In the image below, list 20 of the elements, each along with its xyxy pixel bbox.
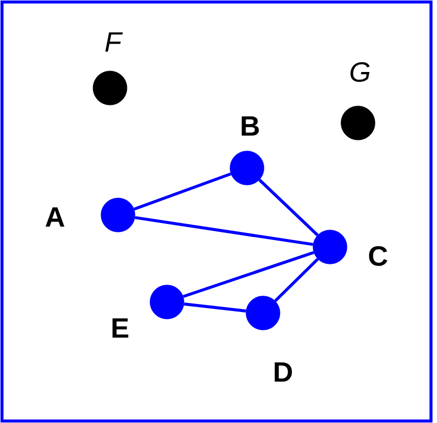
- edge-line: [184, 302, 246, 313]
- edge-line: [134, 172, 232, 211]
- edge-line: [258, 178, 319, 236]
- edge-line: [134, 216, 314, 246]
- vertex-label: D: [274, 362, 292, 382]
- edge-line: [274, 258, 319, 302]
- vertex-label: F: [105, 32, 123, 52]
- vertex-label: E: [112, 318, 128, 338]
- graph-vertex: [150, 284, 184, 320]
- vertex-label: A: [46, 207, 64, 227]
- graph-vertex: [246, 296, 280, 330]
- graph-vertex: [312, 230, 348, 264]
- vertex-label: B: [242, 116, 259, 136]
- graph-vertex: [100, 198, 136, 232]
- vertex-label: G: [350, 62, 370, 82]
- edge-line: [182, 251, 314, 298]
- vertex-label: C: [369, 246, 388, 266]
- graph-vertex: [230, 150, 264, 186]
- graph-vertex: [92, 70, 128, 106]
- graph-vertex: [340, 106, 376, 140]
